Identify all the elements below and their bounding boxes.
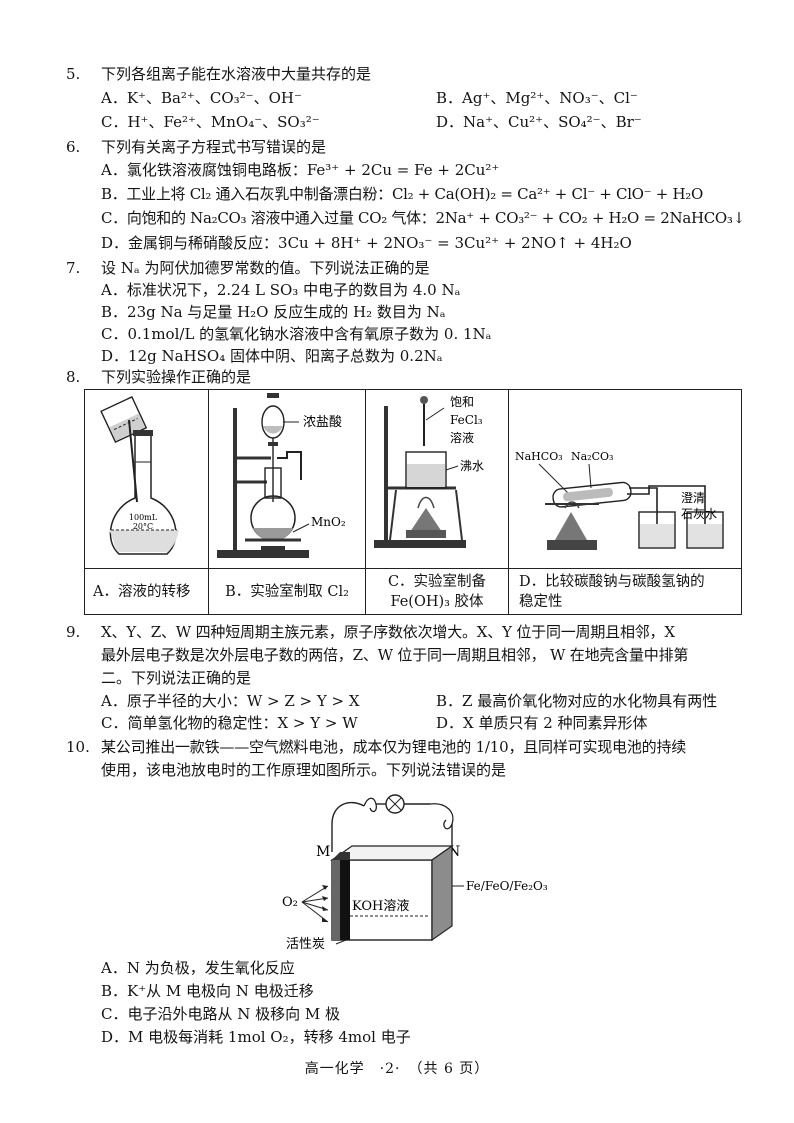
q10-option-d: D．M 电极每消耗 1mol O₂，转移 4mol 电子 xyxy=(101,1028,411,1046)
beaker-left xyxy=(638,511,676,549)
q9-stem-line3: 二。下列说法正确的是 xyxy=(101,669,252,687)
m-electrode xyxy=(332,860,340,940)
q8-stem: 下列实验操作正确的是 xyxy=(101,368,252,386)
caption-b: B．实验室制取 Cl₂ xyxy=(208,568,366,615)
q5-option-c: C．H⁺、Fe²⁺、MnO₄⁻、SO₃²⁻ xyxy=(101,113,320,131)
q5-stem: 下列各组离子能在水溶液中大量共存的是 xyxy=(101,65,372,83)
stand-base xyxy=(217,550,309,558)
caption-d-line2: 稳定性 xyxy=(519,593,563,610)
q9-number: 9. xyxy=(66,623,81,641)
q10-option-a: A．N 为负极，发生氧化反应 xyxy=(101,959,295,977)
chlorine-apparatus-figure: 浓盐酸 MnO₂ xyxy=(217,393,346,558)
caption-d-line1: D．比较碳酸钠与碳酸氢钠的 xyxy=(519,573,705,590)
label-limewater: 石灰水 xyxy=(681,507,717,521)
q5-number: 5. xyxy=(66,65,81,83)
q9-option-a: A．原子半径的大小：W > Z > Y > X xyxy=(101,692,360,710)
q9-option-c: C．简单氢化物的稳定性：X > Y > W xyxy=(101,714,358,732)
label-nahco3: NaHCO₃ xyxy=(515,450,563,463)
n-electrode xyxy=(431,844,453,942)
page-footer: 高一化学 ·2· （共 6 页） xyxy=(304,1061,490,1077)
alcohol-lamp xyxy=(410,508,442,532)
flask xyxy=(109,434,177,555)
caption-a: A．溶液的转移 xyxy=(84,568,209,615)
q10-option-c: C．电子沿外电路从 N 极移向 M 极 xyxy=(101,1005,341,1023)
q10-option-b: B．K⁺从 M 电极向 N 电极迁移 xyxy=(101,982,314,1000)
q5-option-a: A．K⁺、Ba²⁺、CO₃²⁻、OH⁻ xyxy=(101,89,302,107)
caption-c: C．实验室制备 Fe(OH)₃ 胶体 xyxy=(365,568,509,615)
q7-stem: 设 Nₐ 为阿伏加德罗常数的值。下列说法正确的是 xyxy=(101,259,430,277)
beaker-right xyxy=(686,511,724,549)
experiment-table: 100mL 20°C 浓盐酸 xyxy=(84,389,742,615)
label-m: M xyxy=(316,844,330,860)
battery-diagram: M N KOH溶液 O₂ Fe/FeO/Fe₂O₃ 活性炭 xyxy=(282,794,548,952)
q8-number: 8. xyxy=(66,368,81,386)
colloid-apparatus-figure: 饱和 FeCl₃ 溶液 沸水 xyxy=(374,394,484,548)
volumetric-flask-figure: 100mL 20°C xyxy=(100,395,179,555)
q7-option-c: C．0.1mol/L 的氢氧化钠水溶液中含有氧原子数为 0. 1Nₐ xyxy=(101,325,492,343)
fig-d-cell: NaHCO₃ Na₂CO₃ 澄清 石灰水 xyxy=(508,389,742,569)
caption-d: D．比较碳酸钠与碳酸氢钠的稳定性 xyxy=(508,568,742,615)
q6-option-b: B．工业上将 Cl₂ 通入石灰乳中制备漂白粉：Cl₂ + Ca(OH)₂ = C… xyxy=(101,185,703,203)
fig-c-cell: 饱和 FeCl₃ 溶液 沸水 xyxy=(365,389,509,569)
q6-option-c: C．向饱和的 Na₂CO₃ 溶液中通入过量 CO₂ 气体：2Na⁺ + CO₃²… xyxy=(101,209,745,227)
fig-b-cell: 浓盐酸 MnO₂ xyxy=(208,389,366,569)
q5-option-b: B．Ag⁺、Mg²⁺、NO₃⁻、Cl⁻ xyxy=(436,89,638,107)
q5-option-d: D．Na⁺、Cu²⁺、SO₄²⁻、Br⁻ xyxy=(436,113,642,131)
q7-option-d: D．12g NaHSO₄ 固体中阴、阳离子总数为 0.2Nₐ xyxy=(101,347,443,365)
burner xyxy=(555,512,587,540)
stability-comparison-figure: NaHCO₃ Na₂CO₃ 澄清 石灰水 xyxy=(515,450,724,550)
caption-c-line2: Fe(OH)₃ 胶体 xyxy=(390,593,484,610)
label-mno2: MnO₂ xyxy=(311,515,346,529)
q9-stem-line2: 最外层电子数是次外层电子数的两倍，Z、W 位于同一周期且相邻， W 在地壳含量中… xyxy=(101,646,689,664)
inner-tube xyxy=(563,487,613,502)
q7-option-b: B．23g Na 与足量 H₂O 反应生成的 H₂ 数目为 Nₐ xyxy=(101,303,446,321)
label-solution: 溶液 xyxy=(450,430,474,445)
label-o2: O₂ xyxy=(282,895,298,910)
label-clear: 澄清 xyxy=(681,490,705,505)
q10-number: 10. xyxy=(66,738,90,756)
q9-option-d: D．X 单质只有 2 种同素异形体 xyxy=(436,714,648,732)
q7-number: 7. xyxy=(66,259,81,277)
q10-stem-line1: 某公司推出一款铁——空气燃料电池，成本仅为锂电池的 1/10，且同样可实现电池的… xyxy=(101,738,687,756)
q6-option-d: D．金属铜与稀硝酸反应：3Cu + 8H⁺ + 2NO₃⁻ = 3Cu²⁺ + … xyxy=(101,234,632,252)
q9-stem-line1: X、Y、Z、W 四种短周期主族元素，原子序数依次增大。X、Y 位于同一周期且相邻… xyxy=(101,623,675,641)
label-boiling-water: 沸水 xyxy=(460,459,484,473)
q7-option-a: A．标准状况下，2.24 L SO₃ 中电子的数目为 4.0 Nₐ xyxy=(101,281,461,299)
q6-option-a: A．氯化铁溶液腐蚀铜电路板：Fe³⁺ + 2Cu = Fe + 2Cu²⁺ xyxy=(101,161,500,179)
label-na2co3: Na₂CO₃ xyxy=(571,450,613,463)
flask-label-2: 20°C xyxy=(133,522,153,531)
caption-c-line1: C．实验室制备 xyxy=(387,573,487,590)
label-activated-carbon: 活性炭 xyxy=(286,937,325,952)
label-conc-hcl: 浓盐酸 xyxy=(303,415,342,430)
label-fecl3: FeCl₃ xyxy=(450,413,483,427)
fig-a-cell: 100mL 20°C xyxy=(84,389,209,569)
q10-stem-line2: 使用，该电池放电时的工作原理如图所示。下列说法错误的是 xyxy=(101,761,507,779)
q6-stem: 下列有关离子方程式书写错误的是 xyxy=(101,138,327,156)
q6-number: 6. xyxy=(66,138,81,156)
q9-option-b: B．Z 最高价氧化物对应的水化物具有两性 xyxy=(436,692,718,710)
label-koh: KOH溶液 xyxy=(352,899,409,914)
flask-label-1: 100mL xyxy=(129,513,158,522)
label-fe-electrode: Fe/FeO/Fe₂O₃ xyxy=(466,879,548,893)
label-saturated: 饱和 xyxy=(450,394,474,409)
